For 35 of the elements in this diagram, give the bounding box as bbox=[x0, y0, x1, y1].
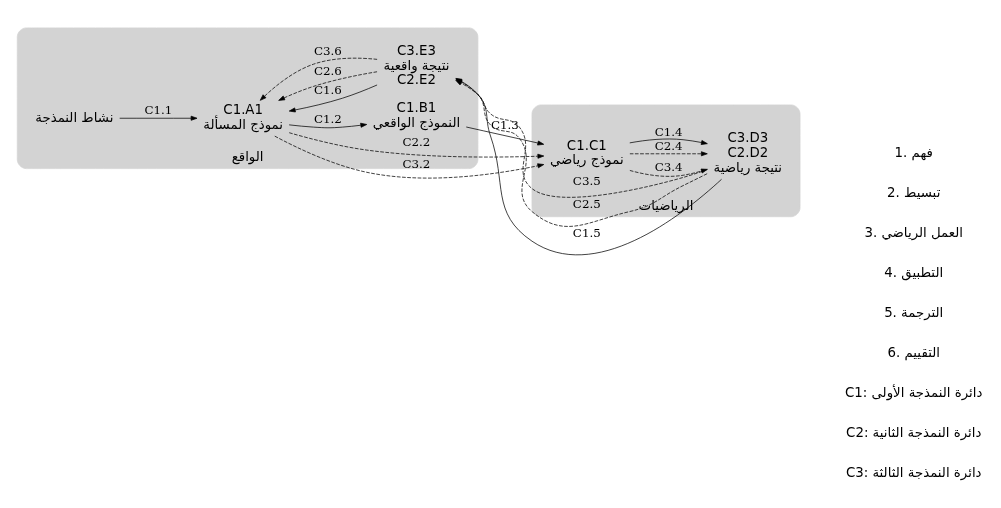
arrow bbox=[259, 57, 378, 101]
label: 2. تبسيط bbox=[887, 184, 941, 200]
label: C2: دائرة النمذجة الثانية bbox=[846, 424, 982, 440]
edge-label: C2.6 bbox=[314, 63, 342, 78]
label: 5. الترجمة bbox=[884, 304, 944, 320]
edge-label: C1.3 bbox=[491, 117, 519, 132]
edge-label: C1.6 bbox=[314, 82, 342, 97]
arrow bbox=[288, 84, 378, 112]
edge-label: C2.4 bbox=[654, 138, 683, 153]
label: C1: دائرة النمذجة الأولى bbox=[845, 384, 983, 400]
edge-label: C2.2 bbox=[402, 134, 431, 149]
edge-label: C2.5 bbox=[572, 196, 601, 211]
edge-label: C3.2 bbox=[402, 156, 431, 171]
arrow bbox=[629, 168, 708, 177]
arrow bbox=[119, 115, 198, 121]
arrow bbox=[278, 70, 378, 101]
arrow bbox=[465, 126, 545, 145]
arrow bbox=[288, 131, 545, 159]
edge-label: C1.2 bbox=[314, 111, 342, 126]
arrow bbox=[629, 150, 708, 156]
arrow bbox=[274, 135, 545, 178]
label: C3: دائرة النمذجة الثالثة bbox=[845, 464, 982, 480]
label: 3. العمل الرياضي bbox=[864, 224, 963, 240]
arrow bbox=[288, 122, 368, 128]
edge-label: C1.1 bbox=[144, 102, 173, 117]
arrow bbox=[629, 138, 708, 145]
edge-label: C3.4 bbox=[654, 159, 683, 174]
edge-label: C3.6 bbox=[314, 43, 342, 58]
label: 4. التطبيق bbox=[884, 264, 944, 280]
edge-label: C1.5 bbox=[572, 225, 601, 240]
label: 6. التقييم bbox=[887, 344, 940, 360]
label: 1. فهم bbox=[894, 144, 933, 160]
node-text: نشاط النمذجة bbox=[35, 108, 114, 124]
edge-label: C3.5 bbox=[572, 173, 601, 188]
edge-label: C1.4 bbox=[654, 124, 683, 139]
